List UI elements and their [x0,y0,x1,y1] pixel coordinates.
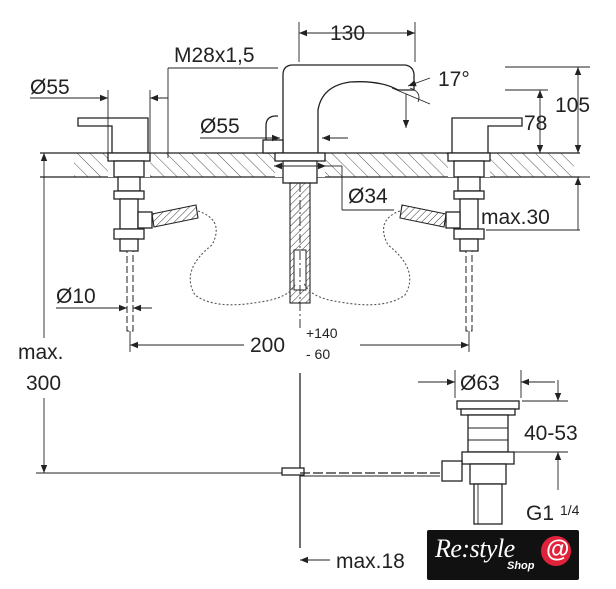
dim-center-tol-minus: - 60 [306,346,330,362]
dim-waste-thread: G1 [526,502,554,525]
dim-spout-base-diameter: Ø55 [200,115,240,138]
cart-icon [541,536,571,566]
dim-max-value: 300 [26,372,61,395]
dim-max-deck-thickness: max.30 [481,206,550,229]
dim-hole-diameter: Ø34 [348,185,388,208]
dim-max-label: max. [18,341,64,364]
dim-center-tol-plus: +140 [306,325,338,341]
logo-at-symbol: @ [546,536,570,563]
right-handle-valve [399,117,523,332]
dim-handle-diameter: Ø55 [30,76,70,99]
left-handle-valve [77,117,199,332]
restyle-shop-logo: Re:style Shop @ [427,530,579,580]
center-spout [262,64,415,330]
logo-text: Re:style [435,534,515,563]
dim-waste-range: 40-53 [524,422,578,445]
logo-subtext: Shop [507,560,535,572]
dim-waste-thread-fraction: 1/4 [560,502,580,518]
dim-height-total: 105 [555,94,590,117]
dim-spout-reach: 130 [330,22,365,45]
dim-waste-diameter: Ø63 [460,372,500,395]
dim-max-waste: max.18 [336,550,405,573]
dim-height-outlet: 78 [524,112,547,135]
dim-thread: M28x1,5 [174,44,255,67]
dimension-lines [30,22,590,564]
waste-assembly [441,400,520,525]
popup-rod [281,373,440,548]
dim-center-distance: 200 [250,334,285,357]
connecting-hoses [189,210,411,306]
dim-spout-angle: 17° [438,68,470,91]
dim-pipe-diameter: Ø10 [56,285,96,308]
